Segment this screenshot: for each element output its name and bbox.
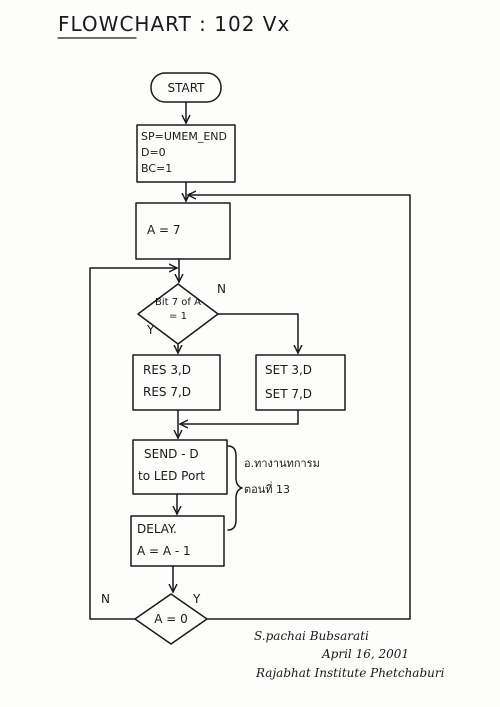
set-line-2: SET 7,D (265, 387, 313, 401)
signature-name: S.pachai Bubsarati (254, 629, 369, 643)
set-box (255, 354, 346, 411)
signature-date: April 16, 2001 (322, 647, 410, 661)
assign-box (135, 202, 231, 260)
bit7-label-line-1: Bit 7 of A (155, 297, 201, 308)
init-line-3: BC=1 (141, 162, 173, 175)
edge-loop-no (89, 268, 177, 620)
init-line-2: D=0 (141, 146, 166, 159)
zero-decision-label: A = 0 (154, 612, 188, 626)
signature-institute: Rajabhat Institute Phetchaburi (256, 666, 445, 680)
send-line-1: SEND - D (144, 447, 199, 461)
zero-decision (134, 593, 208, 645)
page-title: FLOWCHART : 102 Vx (58, 12, 291, 36)
delay-line-2: A = A - 1 (137, 544, 191, 558)
init-line-1: SP=UMEM_END (141, 130, 227, 143)
delay-box (130, 515, 225, 567)
send-box (132, 439, 228, 495)
annotation-line-1: อ.ทางานทการม (244, 457, 320, 470)
send-line-2: to LED Port (138, 469, 205, 483)
set-line-1: SET 3,D (265, 363, 313, 377)
delay-line-1: DELAY. (137, 522, 177, 536)
annotation-line-2: ตอนที่ 13 (244, 483, 291, 496)
edge-no-set (217, 313, 298, 353)
bit7-no-label: N (217, 282, 226, 296)
assign-label: A = 7 (147, 223, 181, 237)
annotation-bracket (227, 445, 243, 531)
zero-yes-label: Y (193, 592, 201, 606)
edge-loop-yes (188, 195, 411, 620)
res-line-2: RES 7,D (143, 385, 192, 399)
res-line-1: RES 3,D (143, 363, 192, 377)
start-label: START (167, 81, 205, 95)
bit7-yes-label: Y (147, 323, 155, 337)
edge-set-merge (180, 409, 299, 424)
bit7-label-line-2: = 1 (169, 311, 187, 322)
zero-no-label: N (101, 592, 110, 606)
res-box (132, 354, 221, 411)
